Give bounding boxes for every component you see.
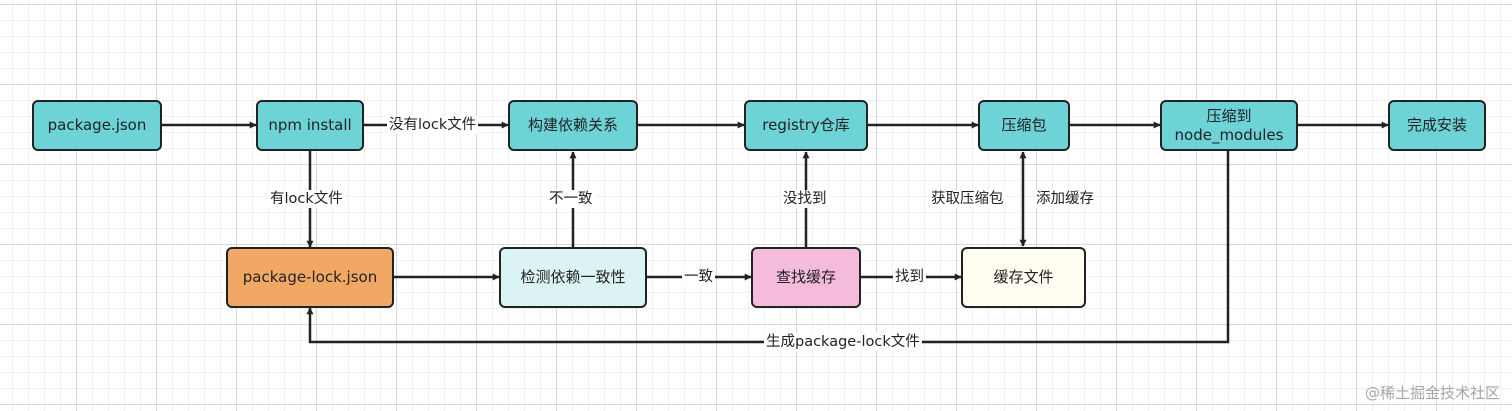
node-find-cache: 查找缓存 bbox=[751, 247, 861, 308]
label-get-tarball: 获取压缩包 bbox=[929, 190, 1006, 208]
label-has-lock-file: 有lock文件 bbox=[268, 190, 345, 208]
node-install-done: 完成安装 bbox=[1388, 100, 1486, 151]
node-tarball: 压缩包 bbox=[978, 100, 1070, 151]
node-cache-file: 缓存文件 bbox=[961, 247, 1086, 308]
label-inconsistent: 不一致 bbox=[547, 190, 595, 208]
node-registry: registry仓库 bbox=[744, 100, 868, 151]
node-package-lock-json: package-lock.json bbox=[226, 247, 394, 308]
node-npm-install: npm install bbox=[256, 100, 364, 151]
watermark: @稀土掘金技术社区 bbox=[1364, 384, 1500, 402]
label-found: 找到 bbox=[893, 268, 926, 286]
label-add-cache: 添加缓存 bbox=[1034, 190, 1096, 208]
label-generate-lock-file: 生成package-lock文件 bbox=[764, 333, 922, 351]
label-not-found: 没找到 bbox=[781, 190, 829, 208]
node-extract-to-node-modules: 压缩到 node_modules bbox=[1160, 100, 1298, 151]
node-check-consistency: 检测依赖一致性 bbox=[499, 247, 647, 308]
label-consistent: 一致 bbox=[682, 268, 715, 286]
label-no-lock-file: 没有lock文件 bbox=[387, 116, 479, 134]
node-package-json: package.json bbox=[32, 100, 162, 151]
node-build-deps: 构建依赖关系 bbox=[508, 100, 638, 151]
